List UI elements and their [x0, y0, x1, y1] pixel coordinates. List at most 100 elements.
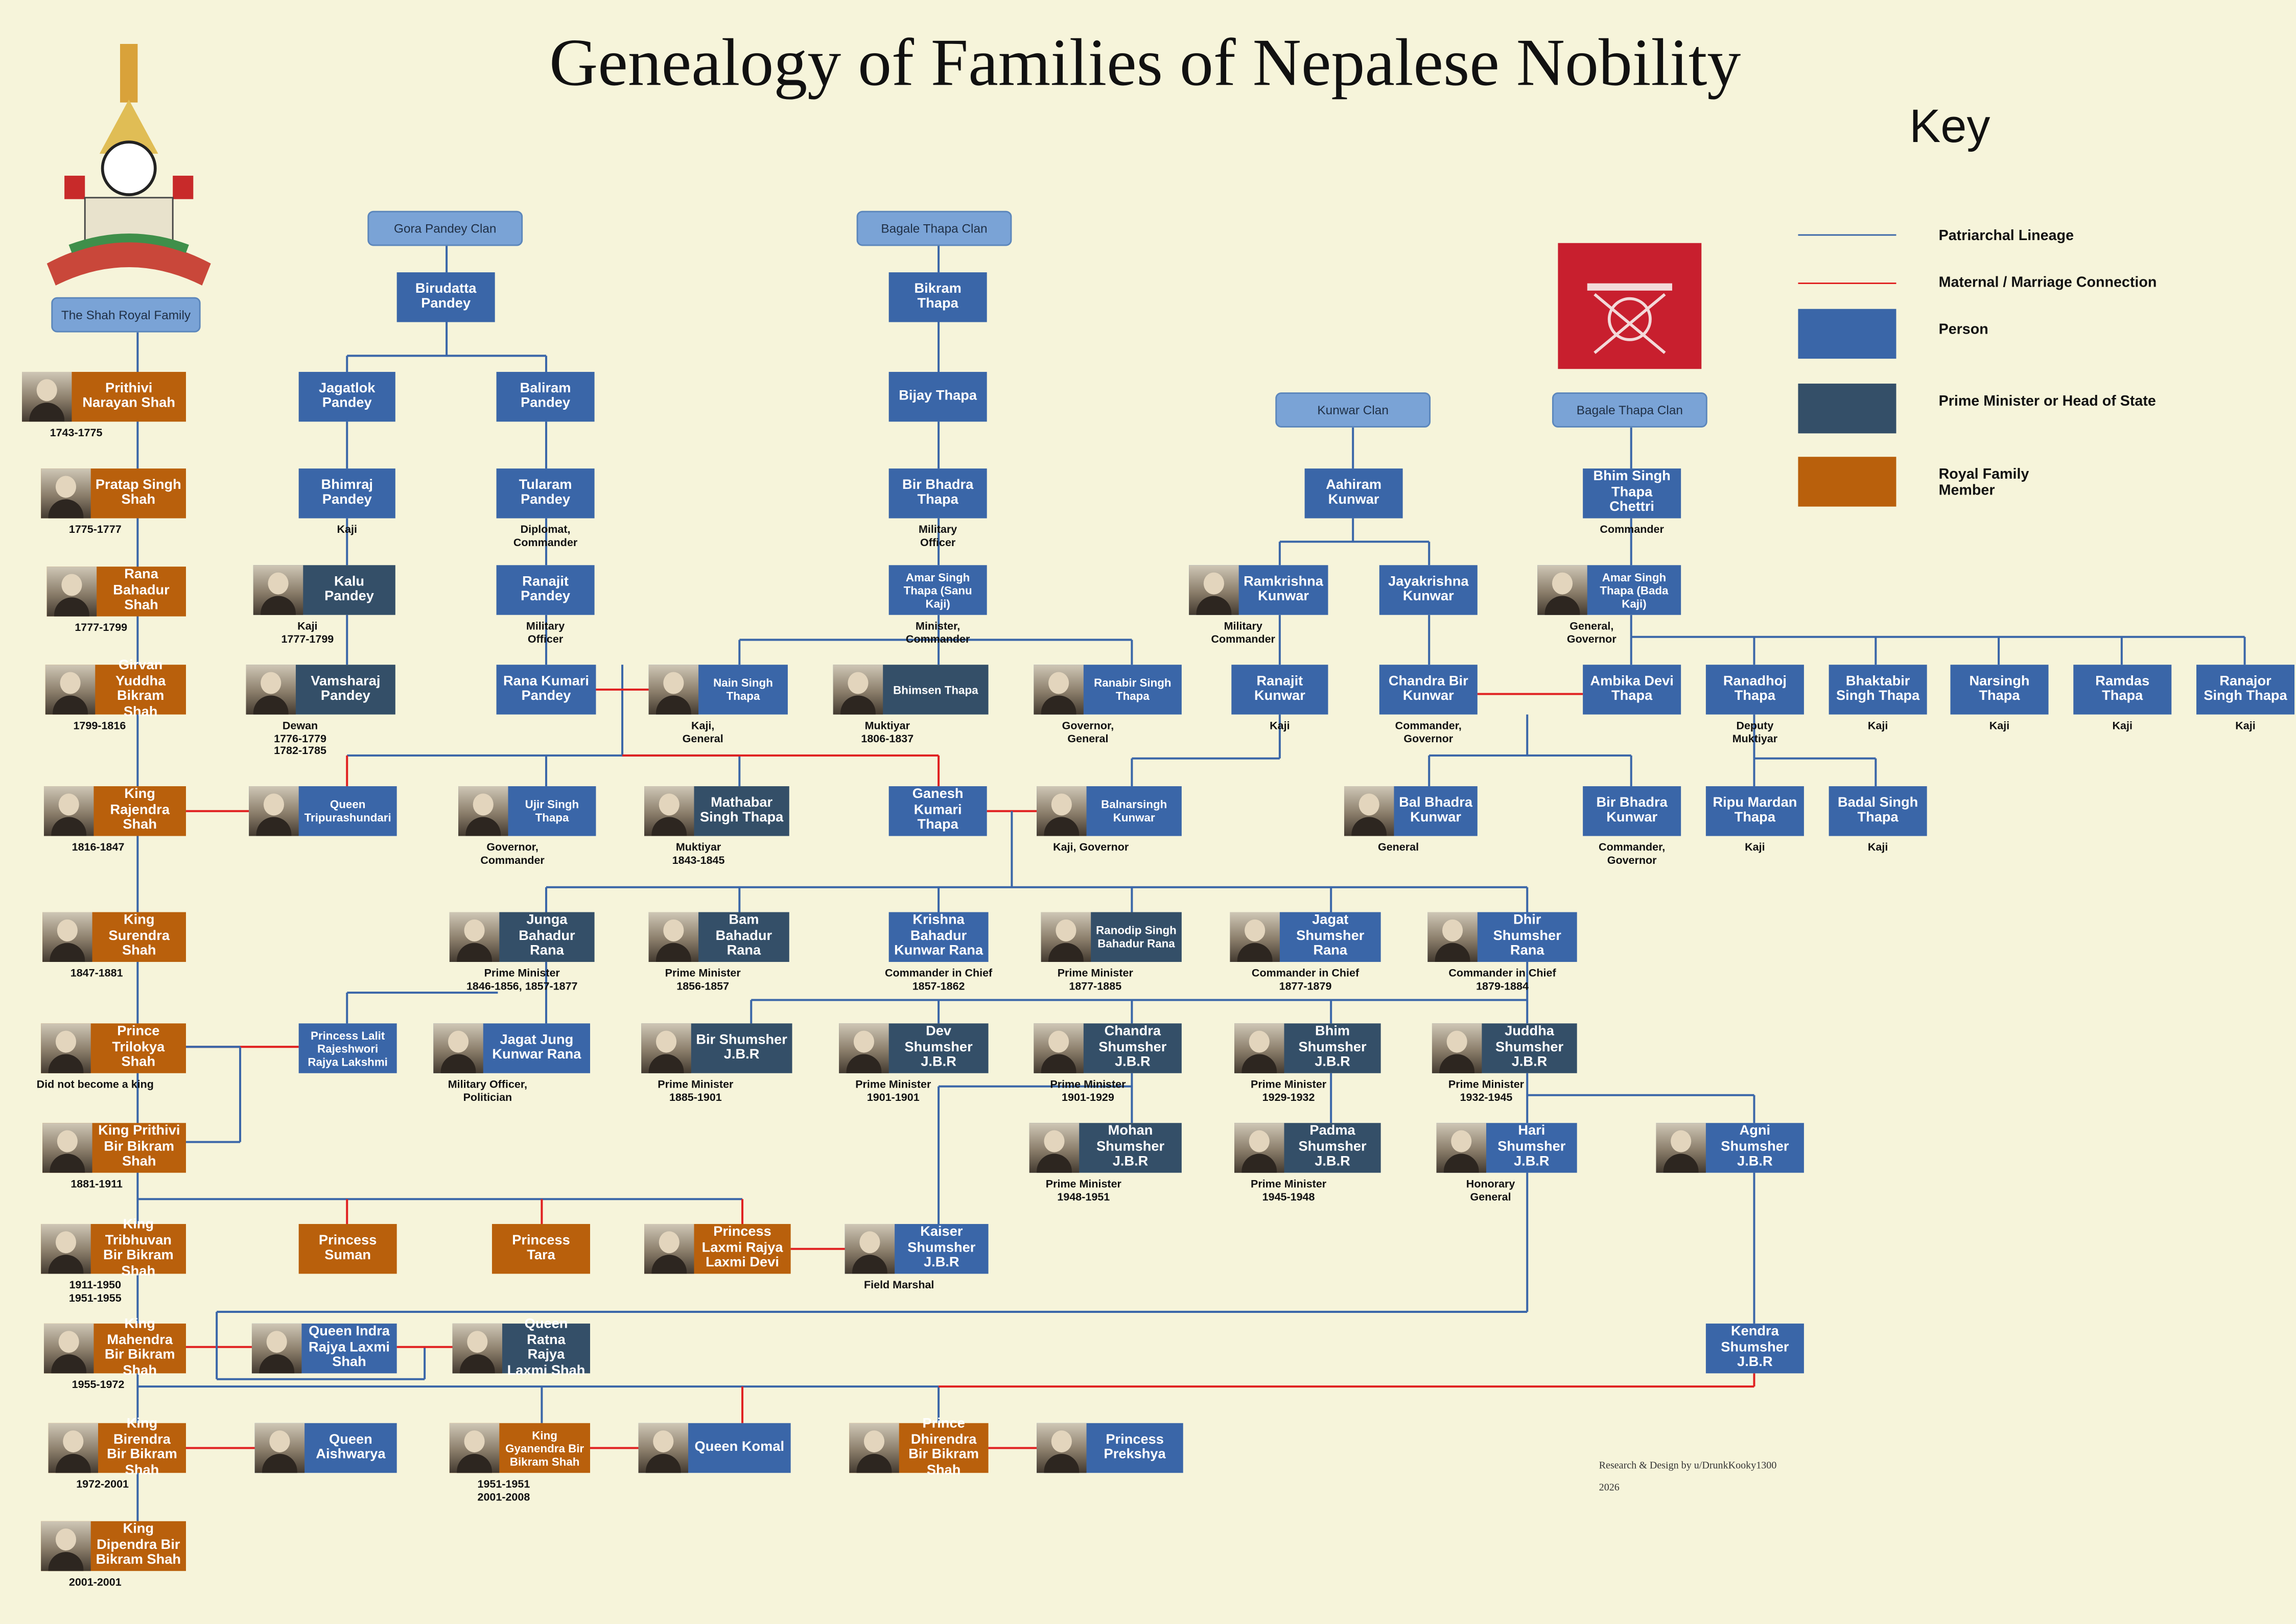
person-bir-bhadra-thapa[interactable]: Bir Bhadra Thapa [888, 468, 987, 519]
person-junga[interactable]: Junga Bahadur Rana [449, 912, 595, 962]
person-rajendra[interactable]: King Rajendra Shah [43, 786, 186, 836]
person-prithvi-narayan[interactable]: Prithivi Narayan Shah [21, 371, 186, 422]
person-bhaktabir[interactable]: Bhaktabir Singh Thapa [1829, 665, 1927, 715]
person-aishwarya[interactable]: Queen Aishwarya [254, 1423, 397, 1473]
person-name: Ganesh Kumari Thapa [912, 786, 964, 834]
person-komal[interactable]: Queen Komal [638, 1423, 791, 1473]
person-jagat[interactable]: Jagat Shumsher Rana [1230, 912, 1381, 962]
portrait-icon [1234, 1123, 1284, 1173]
person-birudatta[interactable]: Birudatta Pandey [396, 272, 495, 322]
person-chandra-sh[interactable]: Chandra Shumsher J.B.R [1034, 1023, 1182, 1073]
person-name: Jagatlok Pandey [318, 380, 376, 412]
person-jayakrishna[interactable]: Jayakrishna Kunwar [1379, 565, 1478, 615]
person-amar-sanu[interactable]: Amar Singh Thapa (Sanu Kaji) [888, 565, 987, 615]
person-bal-bhadra[interactable]: Bal Bhadra Kunwar [1344, 786, 1478, 836]
person-name: Badal Singh Thapa [1837, 794, 1918, 826]
person-dev[interactable]: Dev Shumsher J.B.R [839, 1023, 989, 1073]
person-vamsharaj[interactable]: Vamsharaj Pandey [246, 665, 395, 715]
person-ranadhoj[interactable]: Ranadhoj Thapa [1705, 665, 1804, 715]
portrait-icon [48, 1423, 99, 1473]
person-ramkrishna[interactable]: Ramkrishna Kunwar [1189, 565, 1328, 615]
person-jagatlok[interactable]: Jagatlok Pandey [298, 371, 395, 422]
person-gyanendra[interactable]: King Gyanendra Bir Bikram Shah [449, 1423, 590, 1473]
person-ambika[interactable]: Ambika Devi Thapa [1583, 665, 1681, 715]
person-krishna[interactable]: Krishna Bahadur Kunwar Rana [888, 912, 989, 962]
person-bam[interactable]: Bam Bahadur Rana [648, 912, 789, 962]
person-pratap[interactable]: Pratap Singh Shah [41, 468, 186, 519]
person-name: Hari Shumsher J.B.R [1497, 1123, 1566, 1170]
person-bir-bhadra-k[interactable]: Bir Bhadra Kunwar [1583, 786, 1681, 836]
person-ranajit-p[interactable]: Ranajit Pandey [496, 565, 595, 615]
person-agni[interactable]: Agni Shumsher J.B.R [1656, 1123, 1804, 1173]
person-name: Ramdas Thapa [2095, 672, 2150, 704]
person-name: Girvan Yuddha Bikram Shah [115, 657, 166, 720]
person-kendra[interactable]: Kendra Shumsher J.B.R [1705, 1323, 1804, 1374]
person-jagat-jung[interactable]: Jagat Jung Kunwar Rana [433, 1023, 590, 1073]
person-surendra[interactable]: King Surendra Shah [42, 912, 186, 962]
person-caption: Kaji [1867, 719, 1888, 732]
person-caption: Did not become a king [36, 1077, 154, 1091]
person-tripurashundari[interactable]: Queen Tripurashundari [249, 786, 397, 836]
person-tularam[interactable]: Tularam Pandey [496, 468, 595, 519]
person-mahendra[interactable]: King Mahendra Bir Bikram Shah [43, 1316, 186, 1378]
person-hari[interactable]: Hari Shumsher J.B.R [1436, 1123, 1577, 1173]
person-bhim-sh[interactable]: Bhim Shumsher J.B.R [1234, 1023, 1381, 1073]
person-kaiser[interactable]: Kaiser Shumsher J.B.R [845, 1223, 989, 1274]
person-prekshya[interactable]: Princess Prekshya [1037, 1423, 1183, 1473]
person-lalit[interactable]: Princess Lalit Rajeshwori Rajya Lakshmi [298, 1023, 397, 1073]
person-dhir[interactable]: Dhir Shumsher Rana [1427, 912, 1577, 962]
person-ratna[interactable]: Queen Ratna Rajya Laxmi Shah [452, 1316, 590, 1378]
portrait-icon [42, 912, 92, 962]
person-rana-kumari[interactable]: Rana Kumari Pandey [496, 665, 596, 715]
person-name: Mohan Shumsher J.B.R [1096, 1123, 1165, 1170]
person-ranajit-k[interactable]: Ranajit Kunwar [1231, 665, 1328, 715]
person-kalu[interactable]: Kalu Pandey [253, 565, 395, 615]
person-bikram-thapa[interactable]: Bikram Thapa [888, 272, 987, 322]
person-dipendra[interactable]: King Dipendra Bir Bikram Shah [41, 1521, 186, 1571]
person-narsingh[interactable]: Narsingh Thapa [1950, 665, 2049, 715]
person-bhimraj[interactable]: Bhimraj Pandey [298, 468, 395, 519]
person-ganesh-kumari[interactable]: Ganesh Kumari Thapa [888, 786, 987, 836]
person-badal[interactable]: Badal Singh Thapa [1829, 786, 1927, 836]
person-bhimsen[interactable]: Bhimsen Thapa [833, 665, 989, 715]
portrait-icon [1234, 1023, 1284, 1073]
person-ranajor[interactable]: Ranajor Singh Thapa [2196, 665, 2295, 715]
person-ranabir[interactable]: Ranabir Singh Thapa [1034, 665, 1182, 715]
person-girvan[interactable]: Girvan Yuddha Bikram Shah [45, 658, 186, 719]
person-bir-shumsher[interactable]: Bir Shumsher J.B.R [641, 1023, 792, 1073]
person-chandra-bir[interactable]: Chandra Bir Kunwar [1379, 665, 1478, 715]
person-name: Mathabar Singh Thapa [699, 794, 784, 826]
person-name: Rana Kumari Pandey [503, 672, 589, 704]
person-nain-singh[interactable]: Nain Singh Thapa [648, 665, 788, 715]
person-trilokya[interactable]: Prince Trilokya Shah [41, 1023, 186, 1073]
person-dhirendra[interactable]: Prince Dhirendra Bir Bikram Shah [849, 1416, 989, 1478]
person-amar-bada[interactable]: Amar Singh Thapa (Bada Kaji) [1537, 565, 1681, 615]
person-mohan[interactable]: Mohan Shumsher J.B.R [1029, 1123, 1182, 1173]
person-ripu-mardan[interactable]: Ripu Mardan Thapa [1705, 786, 1804, 836]
person-bijay-thapa[interactable]: Bijay Thapa [888, 371, 987, 422]
person-caption: Commander, Governor [1395, 719, 1462, 745]
person-mathabar[interactable]: Mathabar Singh Thapa [644, 786, 789, 836]
person-ranodip[interactable]: Ranodip Singh Bahadur Rana [1041, 912, 1182, 962]
person-name: Bir Bhadra Kunwar [1596, 794, 1668, 826]
portrait-icon [1230, 912, 1280, 962]
person-prithvi-bir[interactable]: King Prithivi Bir Bikram Shah [42, 1123, 186, 1173]
person-baliram[interactable]: Baliram Pandey [496, 371, 595, 422]
person-tribhuvan[interactable]: King Tribhuvan Bir Bikram Shah [41, 1217, 186, 1279]
person-ramdas[interactable]: Ramdas Thapa [2073, 665, 2172, 715]
person-suman[interactable]: Princess Suman [298, 1223, 397, 1274]
person-laxmi-devi[interactable]: Princess Laxmi Rajya Laxmi Devi [644, 1223, 791, 1274]
person-tara[interactable]: Princess Tara [491, 1223, 590, 1274]
person-birendra[interactable]: King Birendra Bir Bikram Shah [48, 1416, 186, 1478]
person-balnarsingh[interactable]: Balnarsingh Kunwar [1037, 786, 1182, 836]
person-rana-bahadur[interactable]: Rana Bahadur Shah [46, 567, 186, 617]
person-ujir[interactable]: Ujir Singh Thapa [458, 786, 596, 836]
person-padma[interactable]: Padma Shumsher J.B.R [1234, 1123, 1381, 1173]
person-caption: Kaji, General [682, 719, 723, 745]
person-indra[interactable]: Queen Indra Rajya Laxmi Shah [251, 1323, 397, 1374]
person-bhim-chettri[interactable]: Bhim Singh Thapa Chettri [1583, 468, 1681, 519]
person-aahiram[interactable]: Aahiram Kunwar [1304, 468, 1403, 519]
person-juddha[interactable]: Juddha Shumsher J.B.R [1432, 1023, 1577, 1073]
portrait-icon [45, 665, 96, 715]
